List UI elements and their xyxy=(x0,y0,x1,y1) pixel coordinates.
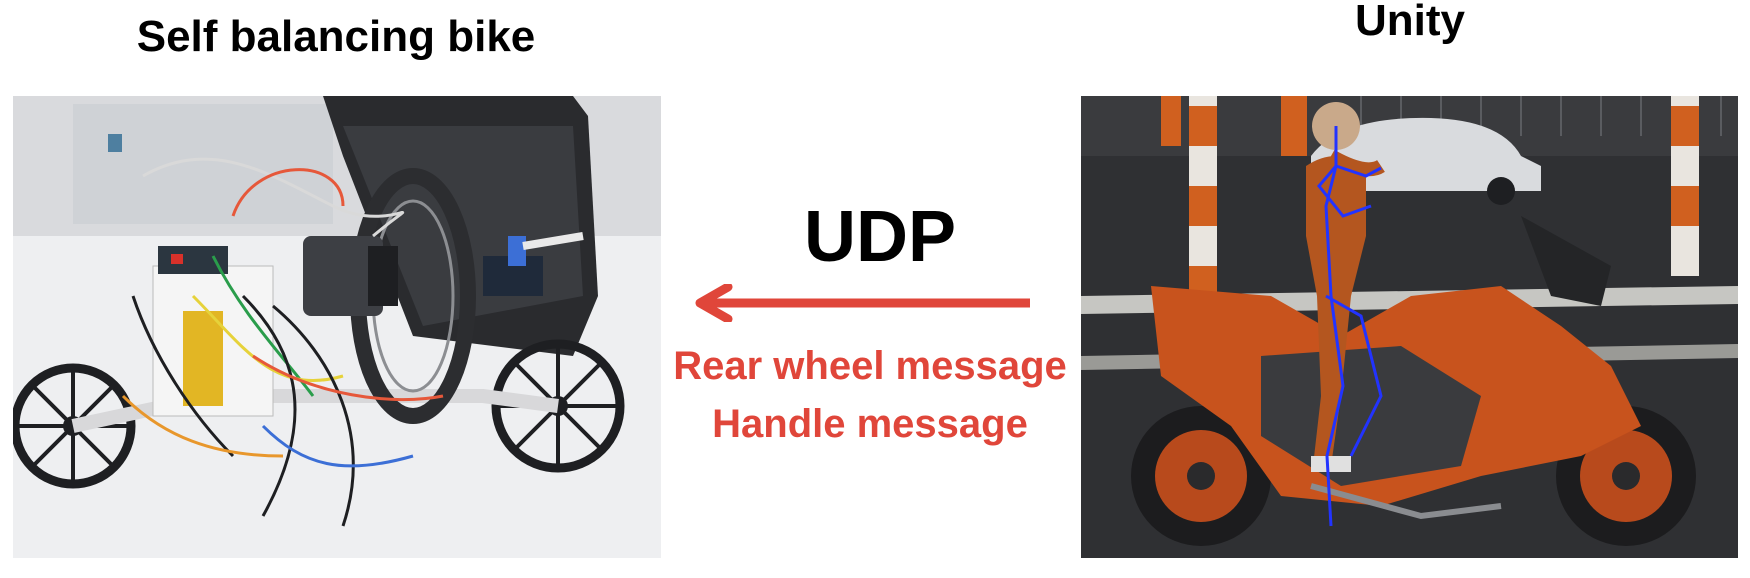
skeleton-overlay xyxy=(1317,126,1383,527)
unity-simulation-render xyxy=(1081,96,1738,558)
flywheel xyxy=(303,168,476,424)
right-panel-title: Unity xyxy=(1355,0,1465,45)
unity-scene-illustration xyxy=(1081,96,1738,558)
udp-protocol-label: UDP xyxy=(803,197,956,277)
motorcycle xyxy=(1131,216,1696,546)
left-arrow-icon xyxy=(695,284,1030,322)
bike-prototype-illustration xyxy=(13,96,661,558)
left-panel-title: Self balancing bike xyxy=(136,12,536,61)
bike-prototype-photo xyxy=(13,96,661,558)
rear-wheel-message-label: Rear wheel message xyxy=(673,344,1067,388)
handle-message-label: Handle message xyxy=(712,402,1028,446)
